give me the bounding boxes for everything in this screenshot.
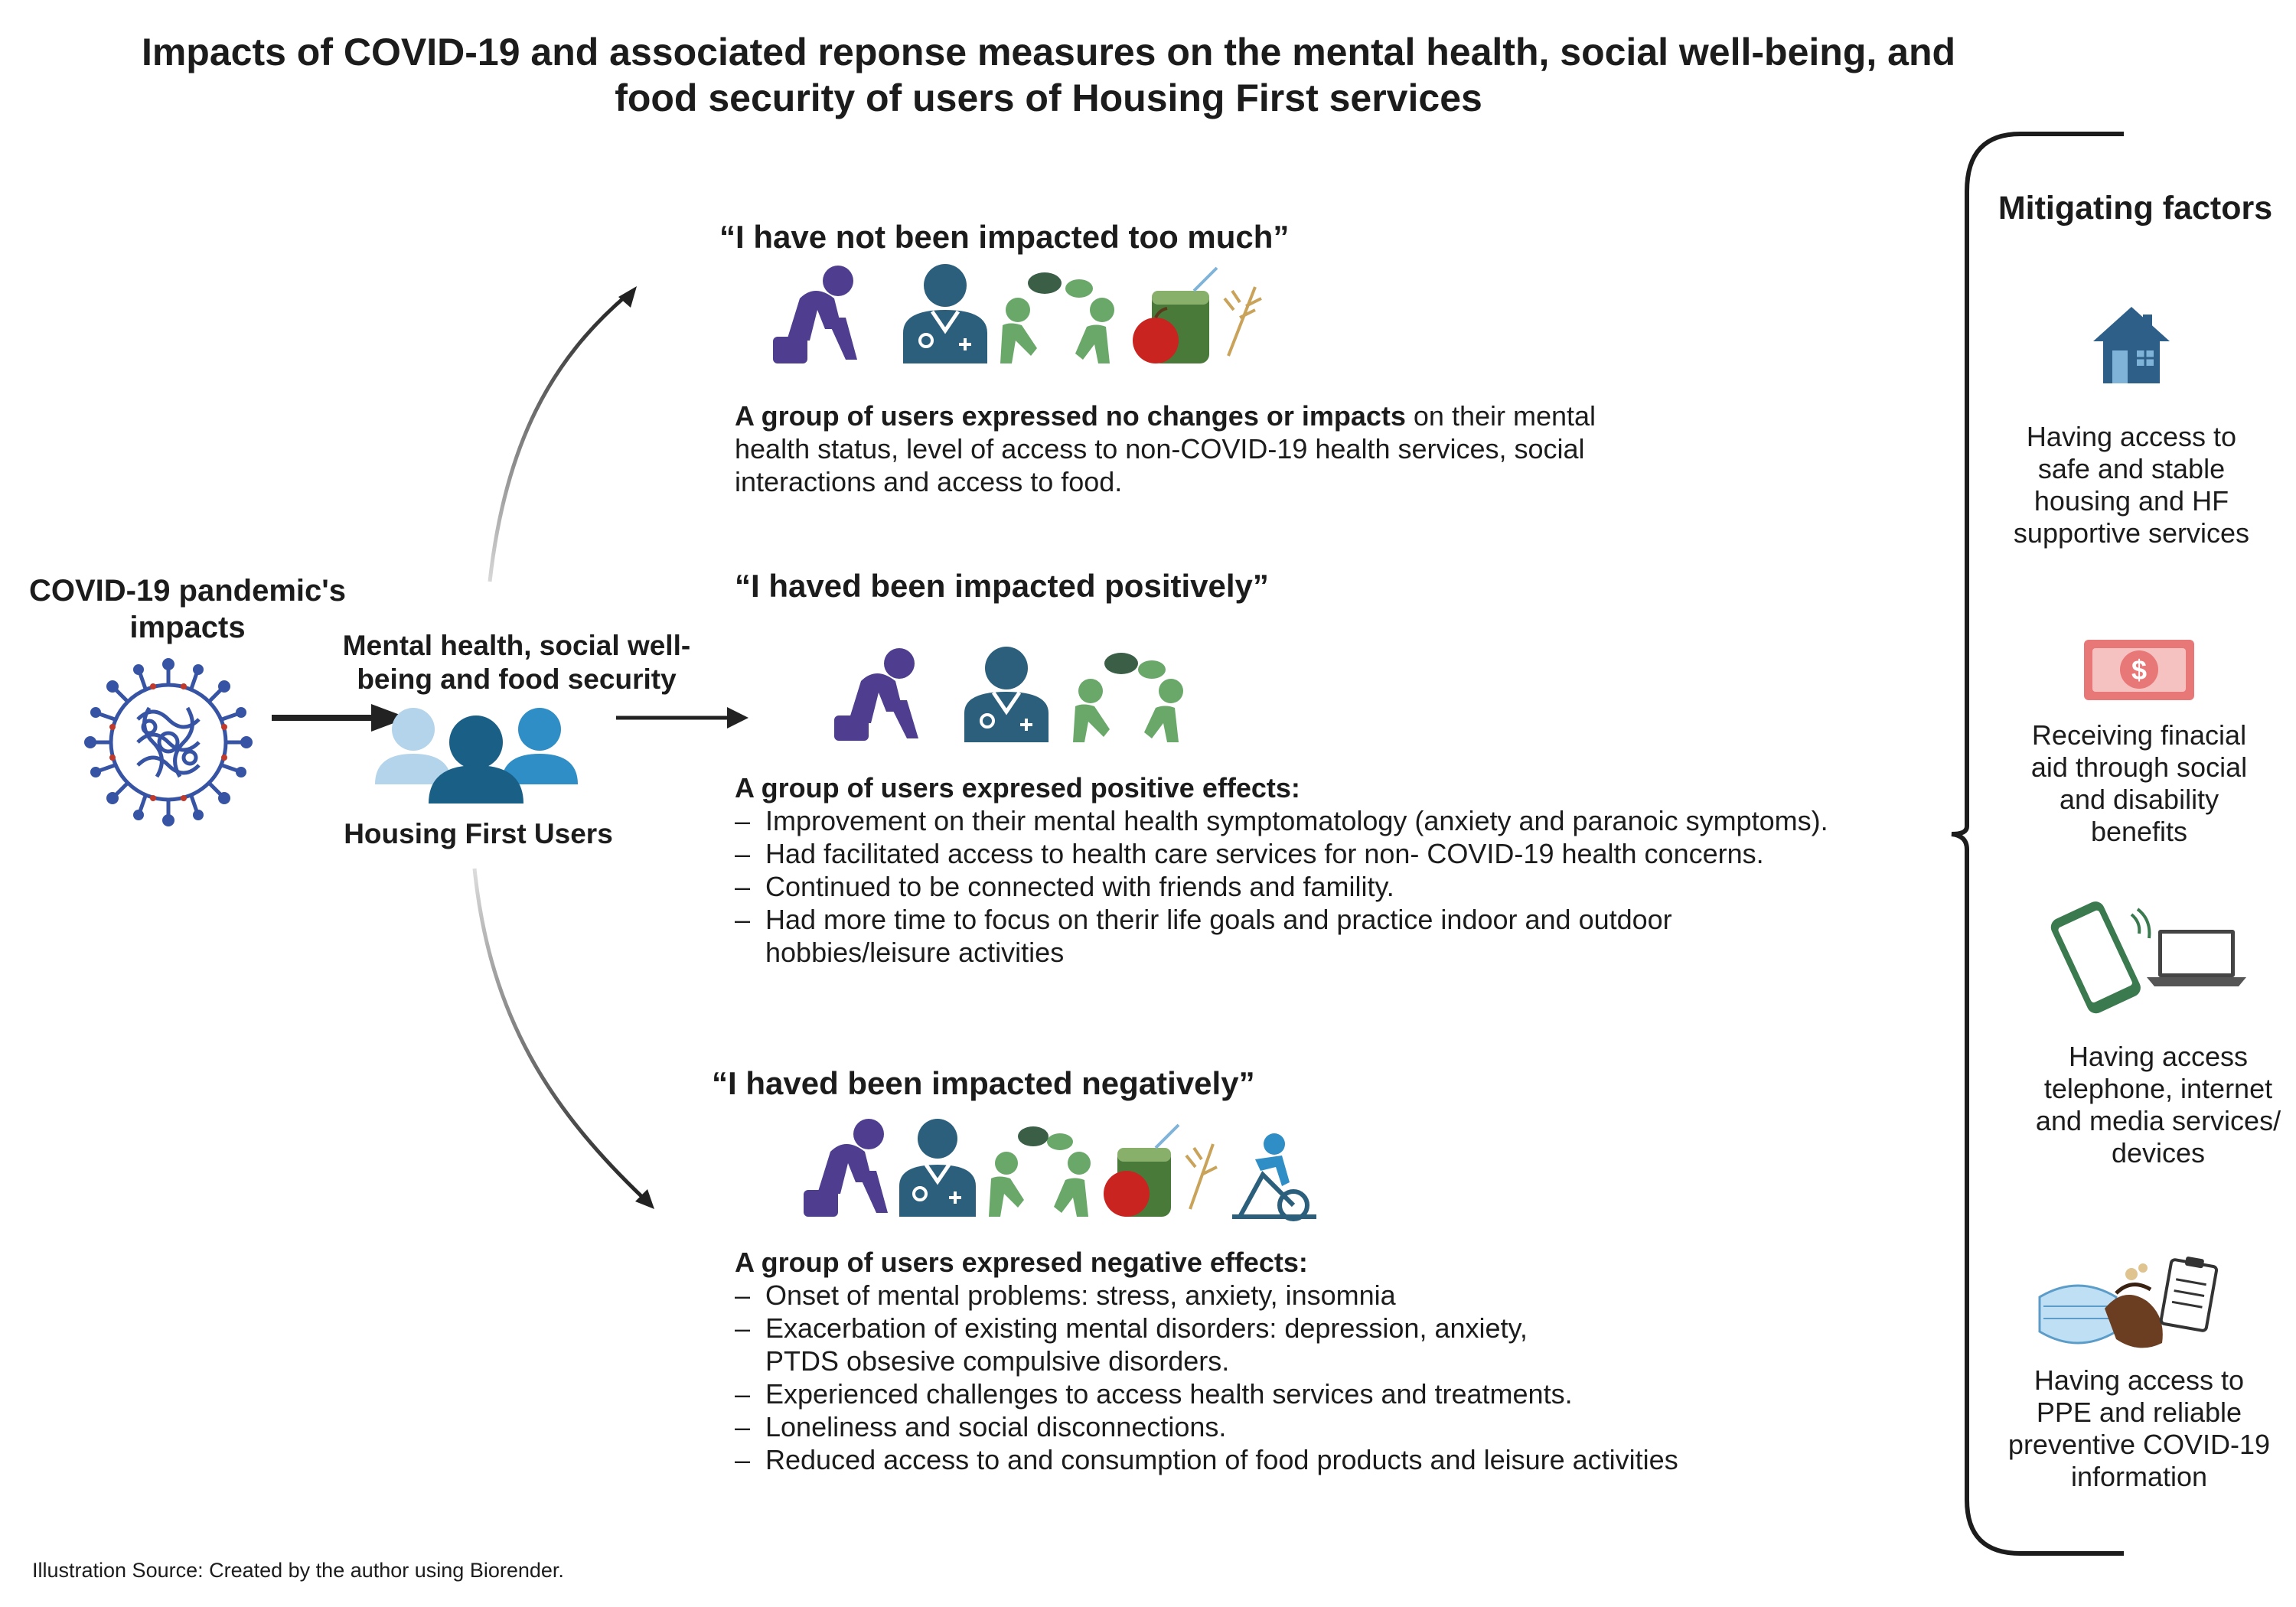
not-impacted-quote: “I have not been impacted too much” [719,219,1290,255]
distressed-person-icon [804,1119,888,1217]
list-item: Had more time to focus on therir life go… [735,903,1929,969]
negative-icons [804,1119,1316,1221]
negative-description: A group of users expresed negative effec… [735,1246,1844,1476]
mitigating-factor-3: Having access telephone, internet and me… [2035,1041,2281,1169]
negative-list: Onset of mental problems: stress, anxiet… [735,1279,1844,1476]
arrow-down-head [635,1189,654,1209]
list-item: Onset of mental problems: stress, anxiet… [735,1279,1844,1312]
positive-icons [834,647,1183,742]
ppe-icon [2038,1257,2219,1348]
distressed-person-icon [834,648,918,741]
conversation-icon [989,1126,1091,1217]
negative-heading: A group of users expresed negative effec… [735,1247,1308,1278]
list-item: Continued to be connected with friends a… [735,870,1929,903]
mitigating-brace [1951,132,2124,1556]
doctor-icon [899,1119,976,1217]
domains-label: Mental health, social well- being and fo… [342,630,691,695]
title-line-2: food security of users of Housing First … [615,77,1482,119]
house-icon [2093,307,2170,383]
source-footer: Illustration Source: Created by the auth… [32,1559,564,1582]
arrow-to-users [272,704,408,732]
svg-text:$: $ [2131,654,2147,686]
not-impacted-icons [773,264,1262,363]
list-item: Exacerbation of existing mental disorder… [735,1312,1844,1377]
mitigating-title: Mitigating factors [1998,190,2273,227]
conversation-icon [1000,272,1114,363]
phone-laptop-icon [2050,901,2246,1014]
positive-description: A group of users expresed positive effec… [735,771,1929,969]
exercise-bike-icon [1232,1133,1316,1221]
doctor-icon [964,647,1049,742]
mitigating-factor-1: Having access to safe and stable housing… [2013,421,2250,549]
positive-heading: A group of users expresed positive effec… [735,772,1300,804]
list-item: Had facilitated access to health care se… [735,837,1929,870]
arrow-up-head [618,286,637,308]
negative-quote: “I haved been impacted negatively” [712,1065,1255,1101]
housing-first-users-label: Housing First Users [344,818,613,849]
arrow-down-curve [472,868,644,1199]
list-item: Reduced access to and consumption of foo… [735,1443,1844,1476]
list-item: Loneliness and social disconnections. [735,1410,1844,1443]
positive-list: Improvement on their mental health sympt… [735,804,1929,969]
arrow-up-curve [488,293,629,582]
food-icon [1104,1123,1218,1217]
list-item: Improvement on their mental health sympt… [735,804,1929,837]
mitigating-factor-2: Receiving finacial aid through social an… [2030,719,2248,847]
page-title: Impacts of COVID-19 and associated repon… [115,29,1982,121]
food-icon [1133,266,1262,363]
list-item: Experienced challenges to access health … [735,1377,1844,1410]
arrow-middle-head [727,707,748,729]
users-group-icon [375,708,578,804]
dollar-bill-icon: $ [2084,640,2194,700]
mitigating-factor-4: Having access to PPE and reliable preven… [2007,1364,2271,1492]
distressed-person-icon [773,266,857,363]
title-line-1: Impacts of COVID-19 and associated repon… [141,31,1956,73]
not-impacted-description: A group of users expressed no changes or… [735,400,1596,497]
positive-quote: “I haved been impacted positively” [735,568,1269,604]
covid-impacts-label: COVID-19 pandemic's impacts [28,574,347,644]
virus-icon [84,658,253,826]
conversation-icon [1073,653,1183,742]
doctor-icon [903,264,987,363]
